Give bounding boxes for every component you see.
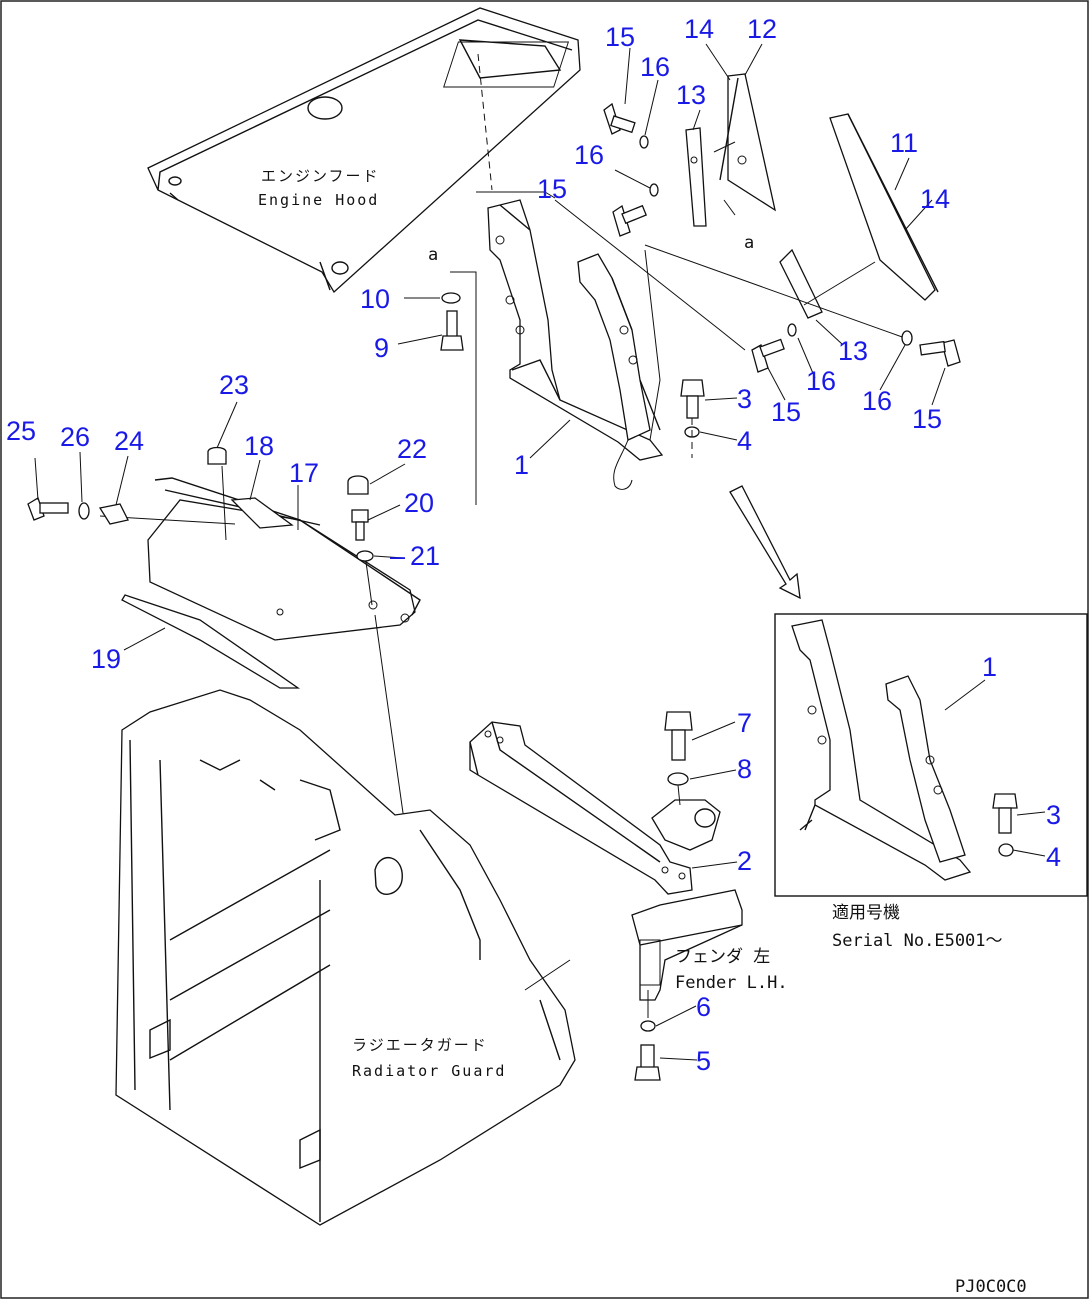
callout-13: 13 [676, 80, 706, 110]
callout-15: 15 [537, 174, 567, 204]
fender-label-en: Fender L.H. [675, 973, 788, 993]
washer-16-b [649, 183, 659, 197]
callout-19: 19 [91, 644, 121, 674]
bolt-3-upper [680, 379, 705, 419]
callout-20: 20 [404, 488, 434, 518]
callout-3: 3 [737, 384, 752, 414]
serial-label-en: Serial No.E5001～ [832, 931, 1003, 951]
fender-label-jp: フェンダ 左 [675, 947, 770, 967]
radiator-guard-label-en: Radiator Guard [352, 1062, 506, 1080]
leader-lines [34, 43, 1046, 1061]
callout-2: 2 [737, 846, 752, 876]
callout-4: 4 [1046, 842, 1061, 872]
callout-16: 16 [862, 386, 892, 416]
callout-18: 18 [244, 431, 274, 461]
callout-23: 23 [219, 370, 249, 400]
splash-plate-12 [719, 73, 776, 212]
callout-16: 16 [574, 140, 604, 170]
washer-4-variant [998, 843, 1014, 857]
engine-hood-label-jp: エンジンフード [261, 167, 380, 185]
callout-25: 25 [6, 416, 36, 446]
callout-12: 12 [747, 14, 777, 44]
radiator-guard-drawing [115, 689, 576, 1226]
bolt-25 [27, 497, 69, 521]
callout-5: 5 [696, 1046, 711, 1076]
seal-19 [121, 594, 301, 689]
callout-7: 7 [737, 708, 752, 738]
callout-15: 15 [912, 404, 942, 434]
callout-11: 11 [890, 128, 918, 158]
strip-13-lower [779, 248, 823, 319]
variant-box [774, 613, 1088, 897]
callout-4: 4 [737, 426, 752, 456]
bolt-9 [440, 310, 464, 351]
strip-13-upper [685, 127, 707, 227]
callout-15: 15 [605, 22, 635, 52]
callout-1: 1 [982, 652, 997, 682]
washer-10 [441, 292, 461, 304]
callout-24: 24 [114, 426, 144, 456]
bracket-assembly-upper [487, 199, 664, 490]
bolt-5 [634, 1044, 661, 1081]
callout-10: 10 [360, 284, 390, 314]
callout-16: 16 [640, 52, 670, 82]
washer-6 [640, 1020, 656, 1032]
fender-lh-drawing [631, 889, 743, 1001]
callout-9: 9 [374, 333, 389, 363]
mount-block [651, 799, 721, 851]
bracket-assembly-variant [791, 619, 972, 881]
engine-hood-drawing [147, 7, 581, 294]
bolt-15-c [751, 338, 785, 373]
bolt-20 [351, 509, 369, 541]
variant-arrow [729, 485, 801, 600]
crossmember-2 [469, 721, 693, 895]
plate-18 [230, 497, 294, 529]
bolt-3-variant [992, 793, 1018, 834]
callout-17: 17 [289, 458, 319, 488]
washer-16-d [901, 330, 913, 346]
bolt-15-b [612, 204, 647, 237]
ref-a-right: a [744, 233, 754, 253]
callout-13: 13 [838, 336, 868, 366]
bolt-15-d [919, 339, 961, 367]
callout-26: 26 [60, 422, 90, 452]
ref-a-left: a [428, 245, 438, 265]
plug-23 [207, 446, 227, 465]
bolt-7 [664, 711, 693, 761]
callout-6: 6 [696, 992, 711, 1022]
washer-8 [667, 772, 689, 786]
serial-label-jp: 適用号機 [832, 903, 900, 923]
callout-15: 15 [771, 397, 801, 427]
radiator-guard-label-jp: ラジエータガード [352, 1036, 488, 1054]
callout-8: 8 [737, 754, 752, 784]
bolt-15-a [603, 102, 636, 135]
washer-21 [356, 550, 374, 562]
drawing-code: PJ0C0C0 [955, 1277, 1027, 1297]
callout-numbers: 15 16 14 12 13 16 15 11 14 10 9 13 16 16… [6, 14, 1061, 1076]
washer-16-a [639, 135, 649, 149]
cover-17 [147, 477, 421, 641]
callout-1: 1 [514, 450, 529, 480]
callout-21: 21 [410, 541, 440, 571]
callout-22: 22 [397, 434, 427, 464]
washer-26 [78, 502, 90, 520]
callout-3: 3 [1046, 800, 1061, 830]
cap-22 [347, 475, 369, 495]
engine-hood-label-en: Engine Hood [258, 191, 379, 209]
svg-text:–: – [390, 541, 405, 571]
callout-16: 16 [806, 366, 836, 396]
callout-14: 14 [920, 184, 950, 214]
washer-16-c [787, 323, 797, 337]
plate-11 [829, 113, 939, 301]
clip-24 [98, 503, 129, 525]
callout-14: 14 [684, 14, 714, 44]
